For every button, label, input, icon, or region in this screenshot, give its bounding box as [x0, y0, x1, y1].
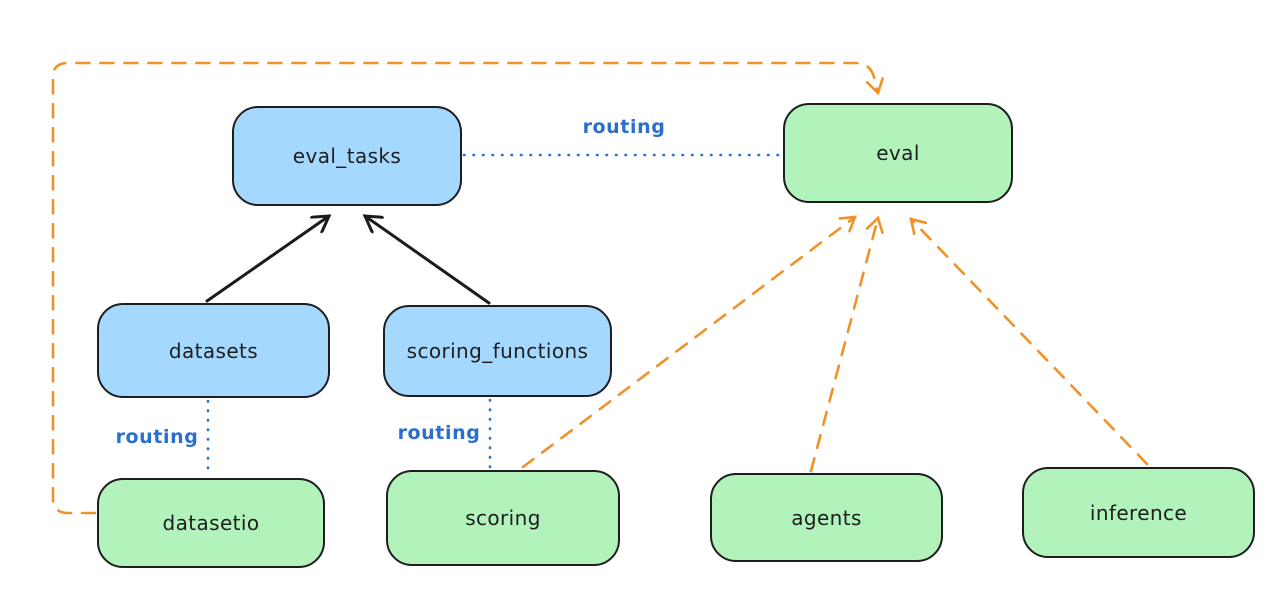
node-datasets-label: datasets — [168, 338, 259, 363]
node-eval: eval — [783, 103, 1013, 203]
node-scoring: scoring — [386, 470, 620, 566]
node-eval-tasks-label: eval_tasks — [292, 144, 402, 168]
node-datasetio: datasetio — [97, 478, 325, 568]
edge-label-routing-datasets: routing — [115, 426, 199, 448]
node-datasets: datasets — [97, 303, 330, 398]
node-scoring-functions-label: scoring_functions — [406, 339, 589, 363]
edge-scoring-functions-to-eval-tasks — [365, 216, 491, 305]
node-inference-label: inference — [1089, 500, 1188, 525]
node-agents-label: agents — [791, 505, 862, 530]
node-eval-tasks: eval_tasks — [232, 106, 462, 206]
node-inference: inference — [1022, 467, 1255, 558]
edge-agents-to-eval — [809, 215, 884, 473]
node-datasetio-label: datasetio — [162, 511, 260, 535]
node-scoring-label: scoring — [465, 506, 541, 530]
edge-label-routing-top: routing — [582, 116, 666, 138]
edge-inference-to-eval — [909, 217, 1149, 466]
node-eval-label: eval — [876, 141, 920, 165]
edge-datasets-to-eval-tasks — [205, 216, 329, 303]
edge-label-routing-scoring: routing — [397, 422, 481, 444]
node-scoring-functions: scoring_functions — [383, 305, 612, 397]
node-agents: agents — [710, 473, 943, 562]
